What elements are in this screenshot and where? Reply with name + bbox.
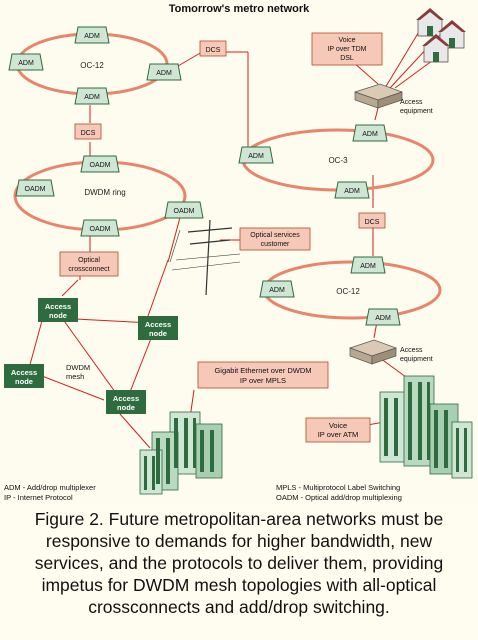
svg-text:Optical: Optical: [78, 257, 100, 264]
adm-oc12-top-top: ADM: [74, 26, 110, 44]
ring-label-oc12-top: OC-12: [80, 61, 104, 70]
adm-oc12-top-right: ADM: [146, 63, 182, 81]
adm-oc12-right-bottom: ADM: [365, 308, 401, 326]
svg-text:mesh: mesh: [66, 372, 84, 381]
svg-text:OADM: OADM: [90, 162, 111, 169]
office-buildings-right-icon: [379, 375, 473, 479]
callout-optical-crossconnect: Optical crossconnect: [59, 251, 119, 277]
caption-line: services, and the protocols to deliver t…: [34, 553, 444, 573]
access-nodes: Access node Access node Access node Acce…: [4, 298, 178, 414]
legend-oadm: OADM - Optical add/drop multiplexing: [276, 493, 402, 502]
svg-text:ADM: ADM: [362, 131, 378, 138]
access-equipment-top: Access equipment: [353, 83, 433, 115]
caption-line: responsive to demands for higher bandwid…: [45, 531, 433, 551]
houses-icon: [416, 8, 466, 63]
legend: ADM - Add/drop multiplexer IP - Internet…: [4, 483, 402, 502]
office-buildings-left-icon: [139, 411, 223, 495]
oadm-dwdm-bottom: OADM: [80, 219, 120, 237]
svg-text:ADM: ADM: [156, 70, 172, 77]
svg-text:IP over MPLS: IP over MPLS: [240, 376, 286, 385]
svg-text:Access: Access: [11, 368, 37, 377]
figure-caption: Figure 2. Future metropolitan-area netwo…: [0, 505, 478, 640]
adm-oc3-bottom: ADM: [334, 181, 370, 199]
dcs-left: DCS: [74, 123, 102, 140]
access-node-3: Access node: [4, 364, 44, 388]
svg-text:crossconnect: crossconnect: [68, 266, 109, 273]
access-node-1: Access node: [38, 298, 78, 322]
diagram-title: Tomorrow's metro network: [169, 3, 310, 15]
dcs-top: DCS: [199, 40, 227, 57]
adm-oc12-top-left: ADM: [8, 53, 44, 71]
svg-text:Access: Access: [113, 394, 139, 403]
svg-text:DCS: DCS: [365, 219, 380, 226]
svg-text:Access: Access: [400, 347, 423, 354]
dwdm-mesh-label: DWDM mesh: [66, 363, 90, 381]
svg-text:ADM: ADM: [84, 33, 100, 40]
svg-text:OADM: OADM: [174, 208, 195, 215]
dcs-right: DCS: [358, 212, 386, 229]
ring-label-dwdm: DWDM ring: [84, 188, 125, 197]
svg-text:ADM: ADM: [248, 153, 264, 160]
adm-oc3-top: ADM: [352, 124, 388, 142]
ring-label-oc3: OC-3: [328, 156, 348, 165]
caption-line: Figure 2. Future metropolitan-area netwo…: [34, 509, 444, 529]
svg-text:Access: Access: [45, 302, 71, 311]
callout-voice-atm: Voice IP over ATM: [305, 417, 371, 443]
svg-text:DCS: DCS: [206, 47, 221, 54]
callout-gigabit: Gigabit Ethernet over DWDM IP over MPLS: [197, 361, 329, 389]
adm-devices: ADM ADM ADM ADM OADM OADM OADM OADM: [8, 26, 401, 326]
svg-text:Access: Access: [145, 320, 171, 329]
svg-text:Access: Access: [400, 99, 423, 106]
svg-text:ADM: ADM: [18, 60, 34, 67]
caption-line: crossconnects and add/drop switching.: [88, 597, 390, 617]
svg-text:Optical services: Optical services: [250, 232, 300, 239]
svg-text:OADM: OADM: [90, 226, 111, 233]
network-diagram: Tomorrow's metro network: [4, 3, 473, 502]
svg-text:equipment: equipment: [400, 108, 433, 115]
svg-text:OADM: OADM: [25, 186, 46, 193]
legend-ip: IP - Internet Protocol: [4, 493, 73, 502]
access-node-2: Access node: [138, 316, 178, 340]
svg-text:customer: customer: [261, 241, 290, 248]
utility-pole-icon: [169, 219, 241, 296]
oadm-dwdm-right: OADM: [164, 201, 204, 219]
svg-text:Voice: Voice: [329, 421, 347, 430]
svg-text:Gigabit Ethernet over DWDM: Gigabit Ethernet over DWDM: [214, 366, 311, 375]
svg-text:Voice: Voice: [338, 37, 355, 44]
caption-line: impetus for DWDM mesh topologies with al…: [41, 575, 437, 595]
callout-optical-services: Optical services customer: [239, 227, 311, 251]
svg-text:DWDM: DWDM: [66, 363, 90, 372]
svg-text:ADM: ADM: [360, 263, 376, 270]
svg-text:node: node: [15, 377, 33, 386]
dcs-boxes: DCS DCS DCS: [74, 40, 386, 229]
svg-text:DCS: DCS: [81, 130, 96, 137]
oadm-dwdm-left: OADM: [15, 179, 55, 197]
svg-text:node: node: [49, 311, 67, 320]
svg-text:ADM: ADM: [344, 188, 360, 195]
legend-adm: ADM - Add/drop multiplexer: [4, 483, 96, 492]
svg-text:equipment: equipment: [400, 356, 433, 363]
access-node-4: Access node: [106, 390, 146, 414]
svg-text:IP over ATM: IP over ATM: [318, 430, 359, 439]
svg-text:ADM: ADM: [375, 315, 391, 322]
ring-label-oc12-right: OC-12: [336, 287, 360, 296]
adm-oc12-right-left: ADM: [259, 280, 295, 298]
adm-oc12-right-top: ADM: [350, 256, 386, 274]
svg-text:node: node: [149, 329, 167, 338]
svg-text:ADM: ADM: [84, 94, 100, 101]
svg-text:ADM: ADM: [269, 287, 285, 294]
adm-oc3-left: ADM: [238, 146, 274, 164]
oadm-dwdm-top: OADM: [80, 155, 120, 173]
adm-oc12-top-bottom: ADM: [74, 87, 110, 105]
svg-text:node: node: [117, 403, 135, 412]
svg-text:IP over TDM: IP over TDM: [327, 46, 366, 53]
callout-voice-tdm: Voice IP over TDM DSL: [311, 32, 383, 66]
svg-text:DSL: DSL: [340, 55, 354, 62]
legend-mpls: MPLS - Multiprotocol Label Switching: [276, 483, 400, 492]
access-equipment-right: Access equipment: [348, 339, 433, 365]
